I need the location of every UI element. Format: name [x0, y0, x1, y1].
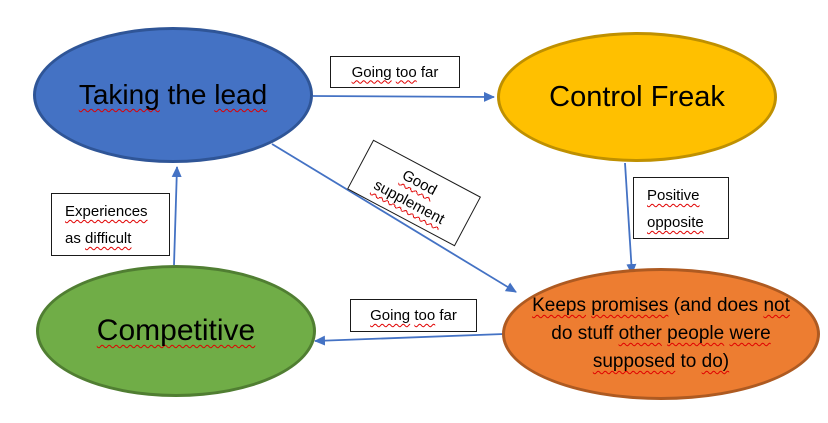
arrow-keeps-promises-to-competitive — [314, 333, 505, 346]
arrow-control-freak-to-keeps-promises — [624, 162, 637, 275]
edge-label-going-too-far-bottom: Going too far — [350, 299, 477, 332]
arrow-competitive-to-taking-the-lead — [171, 166, 182, 266]
node-taking-the-lead: Taking the lead — [33, 27, 313, 163]
node-control-freak: Control Freak — [497, 32, 777, 162]
node-competitive: Competitive — [36, 265, 316, 397]
edge-label-going-too-far-top: Going too far — [330, 56, 460, 88]
node-label-control-freak: Control Freak — [549, 81, 725, 113]
node-label-taking-the-lead: Taking the lead — [78, 79, 268, 110]
node-label-competitive: Competitive — [96, 314, 256, 347]
arrow-taking-the-lead-to-keeps-promises — [271, 143, 517, 293]
arrow-taking-the-lead-to-control-freak — [312, 91, 495, 102]
